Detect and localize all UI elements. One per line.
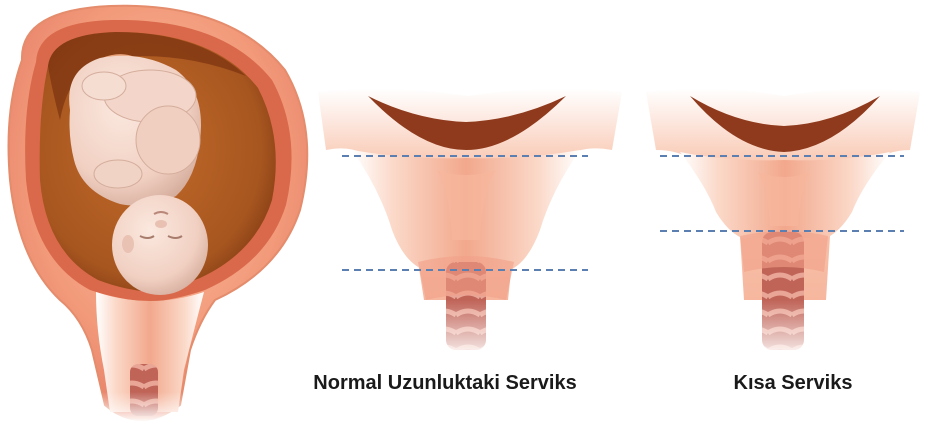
fetus-leg-lower <box>136 106 200 174</box>
caption-short-cervix: Kısa Serviks <box>680 369 906 397</box>
fetus-foot <box>82 72 126 100</box>
caption-normal-length-cervix: Normal Uzunluktaki Serviks <box>262 369 628 397</box>
fetus-nose <box>155 220 167 228</box>
pregnant-uterus-illustration <box>9 6 308 423</box>
fetus-arm <box>94 160 142 188</box>
short-cervix-illustration <box>646 89 920 362</box>
normal-cervix-illustration <box>318 89 622 362</box>
fetus-ear <box>122 235 134 253</box>
